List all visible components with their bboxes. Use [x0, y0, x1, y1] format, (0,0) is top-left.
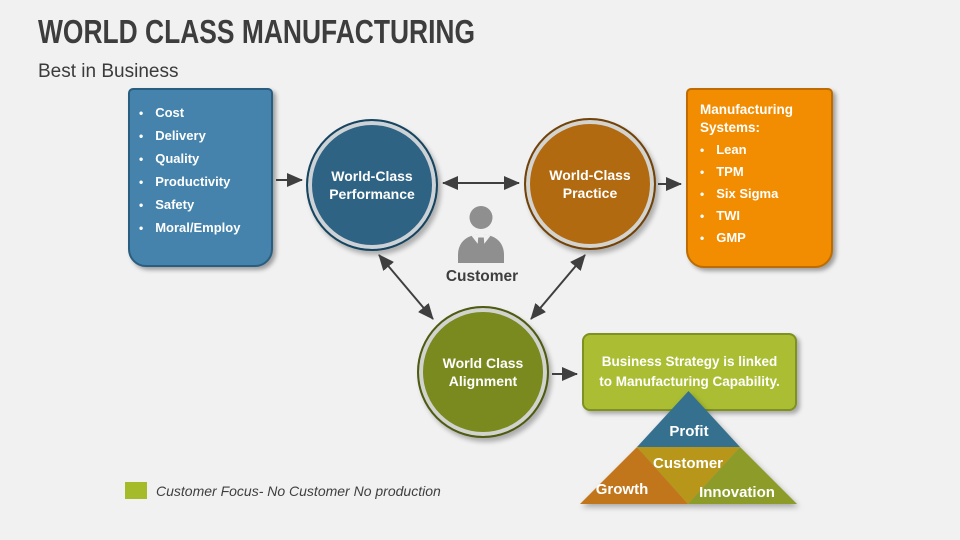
legend-swatch — [125, 482, 147, 499]
node-label: World-Class Practice — [549, 166, 631, 201]
pyramid-profit-section — [637, 391, 740, 447]
arrow-practice-alignment — [530, 254, 586, 320]
list-item: Moral/Employ — [138, 221, 265, 235]
pyramid-innovation-label: Innovation — [699, 484, 775, 501]
world-class-performance-node: World-Class Performance — [306, 119, 438, 251]
customer-label: Customer — [445, 268, 519, 285]
manufacturing-systems-heading: Manufacturing Systems: — [700, 102, 793, 136]
manufacturing-systems-list: Lean TPM Six Sigma TWI GMP — [700, 143, 825, 245]
list-item-label: Six Sigma — [716, 186, 779, 202]
pyramid-customer-label: Customer — [653, 455, 723, 472]
list-item-label: TWI — [716, 208, 741, 224]
pyramid-profit-label: Profit — [669, 423, 708, 440]
list-item: Lean — [700, 143, 825, 157]
pyramid-growth-section — [580, 447, 688, 504]
list-item-label: Quality — [155, 151, 200, 166]
node-label: World Class Alignment — [442, 354, 524, 389]
list-item-label: Safety — [155, 197, 195, 212]
pyramid-innovation-section — [688, 447, 797, 504]
legend-text: Customer Focus- No Customer No productio… — [156, 483, 441, 499]
strategy-note-text: Business Strategy is linked to Manufactu… — [599, 353, 780, 389]
list-item: TPM — [700, 165, 825, 179]
world-class-alignment-node: World Class Alignment — [417, 306, 549, 438]
list-item: Productivity — [138, 175, 265, 189]
list-item: TWI — [700, 209, 825, 223]
list-item-label: Productivity — [155, 174, 231, 189]
list-item-label: Delivery — [155, 128, 206, 143]
manufacturing-systems-box: Manufacturing Systems: Lean TPM Six Sigm… — [686, 88, 833, 268]
list-item-label: TPM — [716, 164, 744, 180]
list-item-label: Lean — [716, 142, 747, 158]
world-class-practice-node: World-Class Practice — [524, 118, 656, 250]
list-item: Safety — [138, 198, 265, 212]
customer-person-icon — [458, 206, 504, 263]
performance-inputs-list: Cost Delivery Quality Productivity Safet… — [138, 106, 265, 235]
list-item: Cost — [138, 106, 265, 120]
node-label: World-Class Performance — [329, 167, 415, 202]
page-title: WORLD CLASS MANUFACTURING — [38, 13, 476, 50]
list-item: Six Sigma — [700, 187, 825, 201]
list-item-label: Moral/Employ — [155, 220, 241, 235]
page-subtitle: Best in Business — [38, 61, 179, 82]
pyramid-growth-label: Growth — [596, 481, 649, 498]
pyramid-customer-section — [637, 447, 740, 504]
list-item-label: Cost — [155, 105, 185, 120]
arrow-performance-alignment — [378, 254, 434, 320]
pyramid-diagram: Profit Customer Growth Innovation — [580, 391, 797, 504]
list-item-label: GMP — [716, 230, 746, 246]
list-item: GMP — [700, 231, 825, 245]
list-item: Quality — [138, 152, 265, 166]
performance-inputs-box: Cost Delivery Quality Productivity Safet… — [128, 88, 273, 267]
list-item: Delivery — [138, 129, 265, 143]
